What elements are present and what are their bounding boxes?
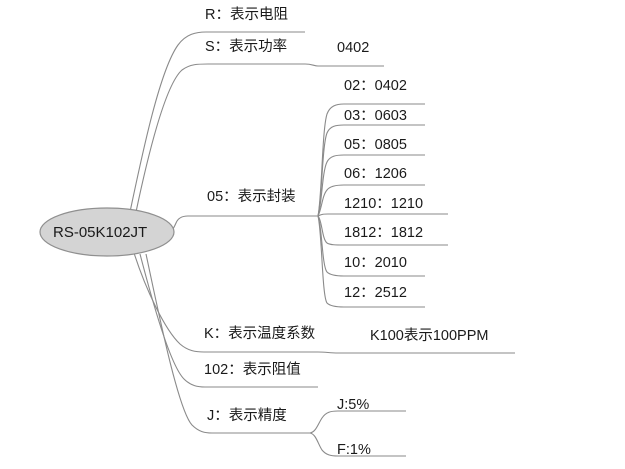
edge-root-to-package — [162, 215, 318, 236]
edge-package-to-pkg-1812 — [317, 215, 448, 246]
leaf-label-pkg-06[interactable]: 06：1206 — [344, 166, 407, 182]
edge-j-to-f1 — [309, 432, 406, 457]
leaf-label-j5[interactable]: J:5% — [337, 397, 370, 413]
edge-root-to-k — [133, 252, 318, 353]
branch-label-r[interactable]: R：表示电阻 — [205, 7, 288, 23]
edge-root-to-j — [145, 253, 310, 434]
branch-label-k[interactable]: K：表示温度系数 — [204, 326, 316, 342]
edge-root-to-value — [139, 253, 318, 388]
edge-k-to-k100 — [317, 351, 515, 354]
leaf-label-pkg-03[interactable]: 03：0603 — [344, 108, 407, 124]
edge-root-to-r — [129, 31, 305, 213]
edge-package-to-pkg-05 — [317, 154, 425, 217]
leaf-label-pkg-1812[interactable]: 1812：1812 — [344, 225, 424, 241]
edge-s-to-0402 — [304, 63, 384, 67]
edge-package-to-pkg-10 — [317, 215, 425, 277]
edge-package-to-pkg-03 — [317, 124, 425, 217]
leaf-label-k100[interactable]: K100表示100PPM — [370, 328, 489, 344]
edge-package-to-pkg-1210 — [317, 213, 448, 217]
edge-j-to-j5 — [309, 410, 406, 434]
root-node-ellipse[interactable] — [39, 207, 175, 257]
leaf-label-f1[interactable]: F:1% — [337, 442, 371, 458]
edge-root-to-s — [135, 63, 305, 213]
leaf-label-pkg-12[interactable]: 12：2512 — [344, 285, 407, 301]
leaf-label-pkg-02[interactable]: 02：0402 — [344, 78, 407, 94]
branch-label-package[interactable]: 05：表示封装 — [207, 189, 296, 205]
branch-label-value[interactable]: 102：表示阻值 — [204, 362, 301, 378]
edge-package-to-pkg-12 — [317, 215, 425, 308]
leaf-label-pkg-10[interactable]: 10：2010 — [344, 255, 407, 271]
root-node-label: RS-05K102JT — [53, 224, 148, 241]
branch-label-s[interactable]: S：表示功率 — [205, 39, 288, 55]
edge-package-to-pkg-06 — [317, 184, 425, 217]
leaf-label-pkg-1210[interactable]: 1210：1210 — [344, 196, 424, 212]
branch-label-j[interactable]: J：表示精度 — [207, 408, 287, 424]
leaf-label-pkg-05[interactable]: 05：0805 — [344, 137, 407, 153]
leaf-label-s-0402[interactable]: 0402 — [337, 40, 370, 56]
